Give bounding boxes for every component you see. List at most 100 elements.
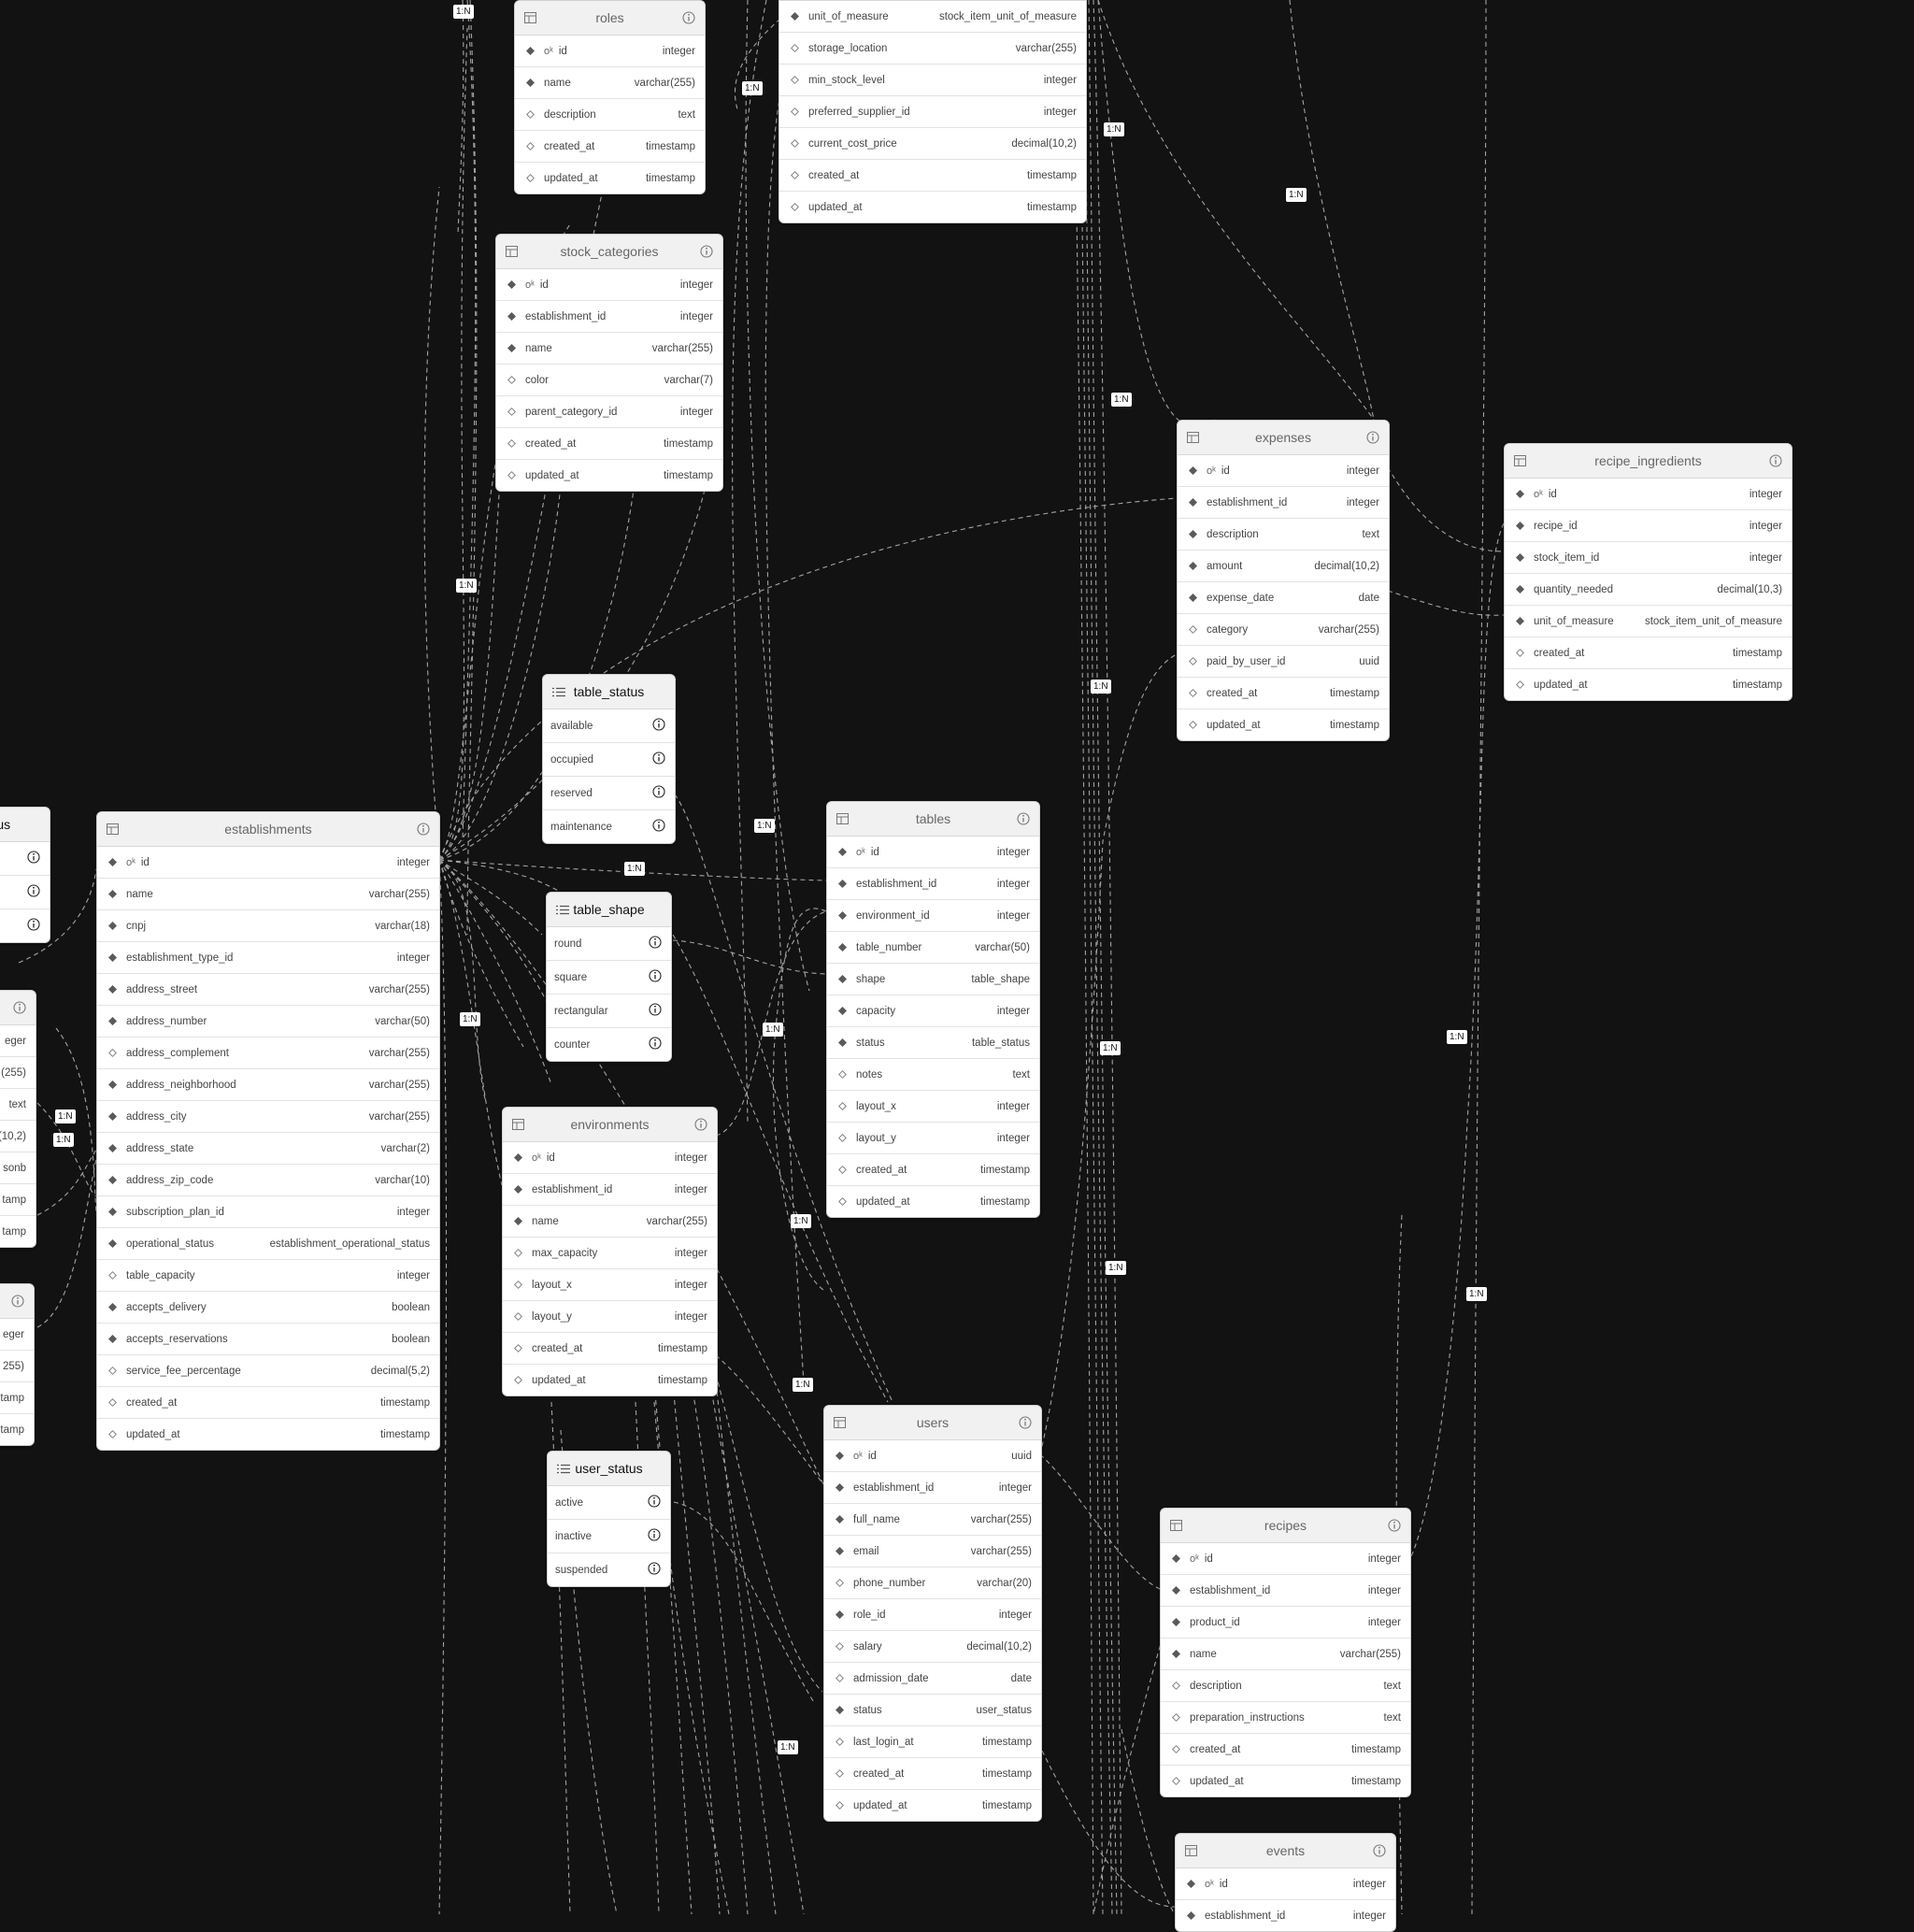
info-icon[interactable] <box>649 1037 662 1052</box>
info-icon[interactable] <box>649 1003 662 1019</box>
enum-value-row[interactable] <box>0 909 50 942</box>
info-icon[interactable] <box>648 1495 661 1510</box>
column-row[interactable]: sonb <box>0 1152 36 1184</box>
enum-value-row[interactable]: counter <box>547 1028 671 1061</box>
table-header[interactable]: tables <box>827 802 1039 837</box>
column-row[interactable]: eger <box>0 1025 36 1057</box>
column-row[interactable]: tamp <box>0 1216 36 1247</box>
enum-header[interactable]: table_shape <box>547 893 671 927</box>
enum-value-row[interactable] <box>0 842 50 876</box>
table-header[interactable]: environments <box>503 1108 717 1142</box>
enum-value-row[interactable]: reserved <box>543 777 675 810</box>
enum-header[interactable]: user_status <box>548 1452 670 1486</box>
table-header[interactable] <box>779 0 1086 1</box>
info-icon[interactable] <box>27 918 40 934</box>
enum-card-left-status[interactable]: l_status <box>0 807 50 943</box>
info-icon[interactable] <box>648 1562 661 1578</box>
enum-value-row[interactable] <box>0 876 50 909</box>
info-icon[interactable] <box>11 1295 24 1312</box>
table-header[interactable]: recipes <box>1161 1509 1410 1543</box>
info-icon[interactable] <box>700 245 713 263</box>
info-icon[interactable] <box>1769 454 1782 472</box>
table-header[interactable]: establishments <box>97 812 439 847</box>
column-row[interactable]: (255) <box>0 1057 36 1089</box>
enum-value-row[interactable]: inactive <box>548 1520 670 1553</box>
column-row[interactable]: 255) <box>0 1351 34 1382</box>
enum-value-row[interactable]: maintenance <box>543 810 675 843</box>
column-row[interactable]: tamp <box>0 1382 34 1414</box>
enum-value-row[interactable]: active <box>548 1486 670 1520</box>
enum-value-row[interactable]: square <box>547 961 671 995</box>
info-icon[interactable] <box>417 823 430 840</box>
enum-header[interactable]: l_status <box>0 808 50 842</box>
table-header[interactable]: users <box>824 1406 1041 1440</box>
info-icon[interactable] <box>1017 812 1030 830</box>
column-row[interactable]: (10,2) <box>0 1121 36 1152</box>
info-icon[interactable] <box>27 884 40 900</box>
table-header[interactable] <box>0 991 36 1025</box>
info-icon[interactable] <box>694 1118 707 1136</box>
column-row[interactable]: text <box>0 1089 36 1121</box>
table-header[interactable]: events <box>1176 1834 1395 1868</box>
info-icon[interactable] <box>652 819 665 835</box>
